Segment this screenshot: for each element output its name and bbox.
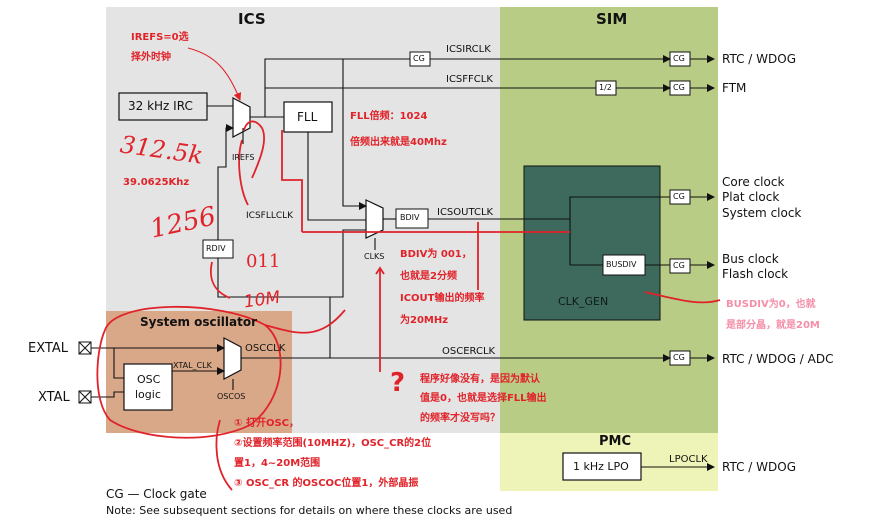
- half-label: 1/2: [599, 83, 612, 92]
- annotation-bdiv-3: ICOUT输出的频率: [400, 293, 485, 304]
- pmc-title: PMC: [599, 434, 632, 449]
- output-rtc-wdog-lpo: RTC / WDOG: [722, 460, 796, 474]
- icsoutclk-label: ICSOUTCLK: [437, 207, 494, 218]
- icsirclk-label: ICSIRCLK: [446, 44, 491, 55]
- ics-title: ICS: [238, 10, 266, 28]
- cg-legend: CG — Clock gate: [106, 487, 207, 501]
- cg-label: CG: [673, 192, 685, 201]
- osc-logic-block: [123, 363, 173, 411]
- output-rtc-wdog-adc: RTC / WDOG / ADC: [722, 352, 834, 366]
- cg-label: CG: [673, 261, 685, 270]
- clk-gen-block: [523, 165, 661, 321]
- rdiv-label: RDIV: [206, 244, 226, 253]
- annotation-step-2a: ②设置频率范围(10MHZ)，OSC_CR的2位: [234, 438, 432, 449]
- annotation-rdiv-011: 011: [246, 251, 281, 272]
- output-plat-clock: Plat clock: [722, 190, 780, 204]
- lpo-label: 1 kHz LPO: [573, 460, 629, 473]
- sim-title: SIM: [596, 10, 628, 28]
- cg-label: CG: [673, 83, 685, 92]
- extal-pin-label: EXTAL: [28, 341, 68, 356]
- icsfllclk-label: ICSFLLCLK: [246, 211, 294, 221]
- oscos-label: OSCOS: [217, 392, 246, 401]
- output-rtc-wdog: RTC / WDOG: [722, 52, 796, 66]
- output-core-clock: Core clock: [722, 175, 785, 189]
- cg-box: [669, 258, 691, 274]
- annotation-question-3: 的频率才没写吗？: [420, 413, 500, 424]
- output-bus-clock: Bus clock: [722, 252, 779, 266]
- footer-note: Note: See subsequent sections for detail…: [106, 504, 513, 517]
- annotation-bdiv-2: 也就是2分频: [400, 271, 457, 282]
- annotation-freq-typed: 39.0625Khz: [123, 177, 190, 188]
- output-ftm: FTM: [722, 81, 747, 95]
- oscerclk-label: OSCERCLK: [442, 346, 496, 357]
- icsffclk-label: ICSFFCLK: [446, 74, 493, 85]
- system-oscillator-title: System oscillator: [140, 315, 257, 329]
- pin-x-box-icon: [78, 390, 92, 404]
- annotation-bdiv-4: 为20MHz: [400, 315, 449, 326]
- annotation-bdiv-1: BDIV为 001，: [400, 249, 472, 260]
- clks-label: CLKS: [364, 252, 385, 261]
- annotation-irefs-2: 择外时钟: [131, 52, 171, 63]
- cg-label: CG: [413, 54, 425, 63]
- annotation-question-mark: ?: [390, 368, 406, 398]
- annotation-strokes: [96, 47, 721, 491]
- irc-block: [118, 92, 208, 121]
- pin-x-box-icon: [78, 341, 92, 355]
- osc-logic-label-1: OSC: [137, 373, 161, 386]
- annotation-busdiv-2: 是部分晶，就是20M: [726, 320, 820, 331]
- annotation-step-1: ① 打开OSC，: [234, 418, 299, 429]
- output-flash-clock: Flash clock: [722, 267, 789, 281]
- annotation-question-1: 程序好像没有，是因为默认: [420, 374, 540, 385]
- annotation-step-3: ③ OSC_CR 的OSCOC位置1，外部晶振: [234, 478, 419, 489]
- osc-mux-icon: [223, 337, 242, 380]
- fll-label: FLL: [297, 110, 318, 124]
- bdiv-label: BDIV: [400, 213, 420, 222]
- clk-gen-label: CLK_GEN: [558, 295, 609, 308]
- cg-label: CG: [673, 353, 685, 362]
- signal-wires: [91, 55, 715, 471]
- cg-label: CG: [673, 54, 685, 63]
- annotation-fll-1: FLL倍频：1024: [350, 111, 428, 122]
- lpo-block: [562, 452, 642, 481]
- oscclk-label: OSCCLK: [245, 343, 286, 354]
- xtal-clk-label: XTAL_CLK: [173, 361, 212, 370]
- busdiv-label: BUSDIV: [606, 260, 637, 269]
- annotation-irefs-1: IREFS=0选: [131, 32, 189, 43]
- annotation-step-2b: 置1，4~20M范围: [234, 458, 321, 469]
- annotation-10m: 10M: [242, 287, 282, 313]
- output-system-clock: System clock: [722, 206, 802, 220]
- xtal-pin-label: XTAL: [38, 390, 70, 405]
- annotation-fll-2: 倍频出来就是40Mhz: [350, 137, 447, 148]
- irefs-label: IREFS: [232, 153, 255, 162]
- annotation-question-2: 值是0，也就是选择FLL输出: [420, 393, 547, 404]
- annotation-busdiv-1: BUSDIV为0，也就: [726, 299, 816, 310]
- osc-logic-label-2: logic: [135, 388, 161, 401]
- irc-label: 32 kHz IRC: [128, 99, 193, 113]
- lpoclk-label: LPOCLK: [669, 454, 708, 465]
- clks-mux-icon: [365, 199, 384, 239]
